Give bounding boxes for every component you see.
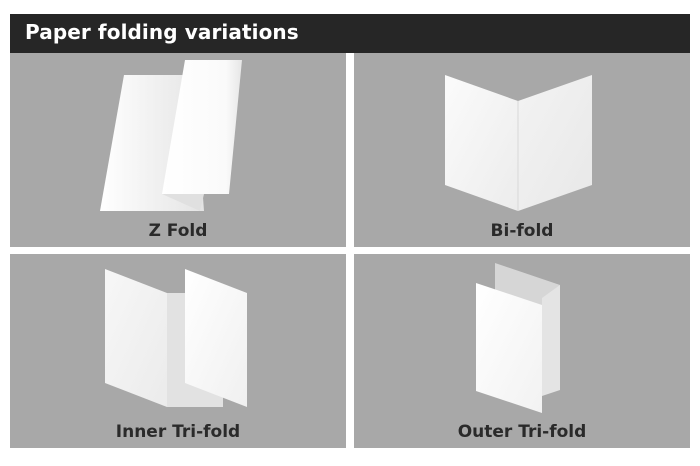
header-bar: Paper folding variations — [10, 14, 690, 53]
panel-label: Inner Tri-fold — [115, 422, 241, 442]
panel-label: Z Fold — [148, 221, 208, 241]
outer-tri-fold-icon — [476, 263, 560, 413]
panel-outer-tri-fold: Outer Tri-fold — [354, 254, 690, 448]
page-title: Paper folding variations — [25, 20, 299, 44]
inner-tri-fold-icon — [105, 269, 247, 407]
z-fold-icon — [100, 60, 242, 211]
panel-z-fold: Z Fold — [10, 53, 346, 247]
bi-fold-icon — [445, 75, 592, 211]
panel-label: Bi-fold — [490, 221, 554, 241]
panel-inner-tri-fold: Inner Tri-fold — [10, 254, 346, 448]
panel-label: Outer Tri-fold — [457, 422, 587, 442]
panel-bi-fold: Bi-fold — [354, 53, 690, 247]
